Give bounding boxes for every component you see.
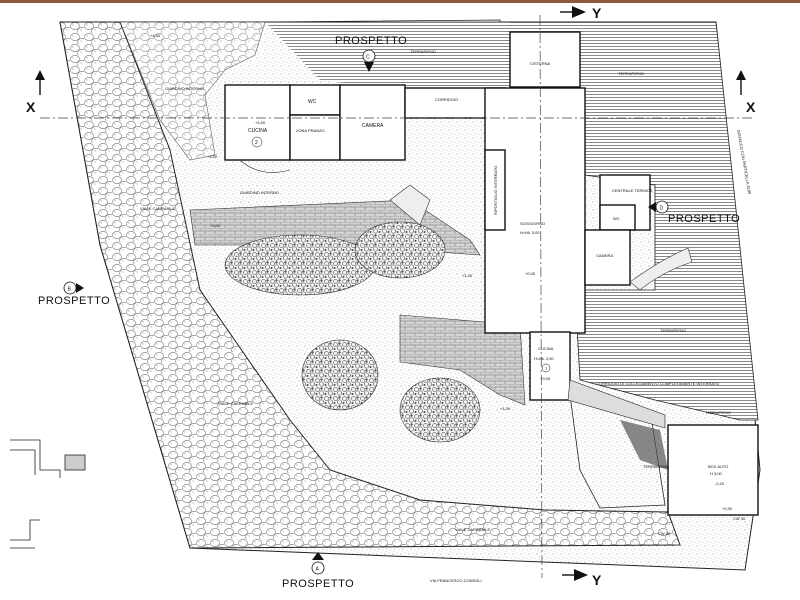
room-cucina-1 [529,331,571,401]
viale-carrabile-left [59,21,681,549]
svg-text:2: 2 [255,140,258,146]
elevation-label-b: PROSPETTO [38,295,110,307]
stair-small [239,159,291,173]
svg-text:WC: WC [613,216,620,221]
svg-text:D: D [660,206,664,212]
room-box-auto [667,424,759,516]
axis-label-x-right: X [746,99,756,115]
level-markers: +4,00 +4,00 +3,00 +2,00 +1,00 +0,05 +0,0… [150,33,733,511]
terrapieno-area-upper [265,22,510,90]
vegetation [224,221,481,443]
section-arrows [35,6,746,581]
dark-strip [620,420,668,470]
room-camera-top [339,84,406,161]
corridoio-collegamento [567,379,666,429]
elevation-marker-c: C PROSPETTO [335,35,407,72]
svg-text:+4,00: +4,00 [255,120,266,125]
elevation-label-c: PROSPETTO [335,35,407,47]
svg-text:CW 30: CW 30 [658,531,671,536]
room-wc-top [289,84,341,116]
svg-text:CUCINA: CUCINA [538,346,554,351]
room-ripostiglio [484,149,506,231]
room-zona-pranzo [289,114,341,161]
axis-label-y-top: Y [592,5,602,21]
elevation-marker-b: B PROSPETTO [38,281,110,307]
svg-text:TERRAPIENO: TERRAPIENO [410,49,436,54]
svg-text:H=ML 3,00: H=ML 3,00 [534,356,554,361]
svg-text:-0,20: -0,20 [715,481,725,486]
svg-text:H 3,00: H 3,00 [710,471,723,476]
svg-text:DISTACCO CON PARTICELLA 3189: DISTACCO CON PARTICELLA 3189 [736,129,752,195]
svg-text:SOGGIORNO: SOGGIORNO [520,221,545,226]
svg-text:+1,00: +1,00 [462,273,473,278]
room-cucina-2 [224,84,291,161]
svg-text:CUCINA: CUCINA [248,128,268,134]
svg-text:CW 30: CW 30 [733,516,746,521]
cobble-upper-left [119,21,266,161]
room-camera-right [584,229,631,286]
svg-text:BOX AUTO: BOX AUTO [708,464,728,469]
svg-text:C: C [366,55,370,61]
svg-text:CORRIDOIO: CORRIDOIO [435,97,458,102]
building-upper-block [224,31,759,516]
svg-text:TERRAPIENO: TERRAPIENO [618,71,644,76]
svg-text:CAMERA: CAMERA [596,253,613,258]
drawing-edge [0,0,800,3]
elevation-label-a: PROSPETTO [282,578,354,590]
svg-text:+0,30: +0,30 [722,506,733,511]
svg-text:RIPOSTIGLIO INTERRATO: RIPOSTIGLIO INTERRATO [493,166,498,215]
stair-upper [389,184,431,226]
svg-text:+1,00: +1,00 [500,406,511,411]
svg-text:+0,05: +0,05 [525,271,536,276]
svg-text:A: A [316,567,320,573]
svg-text:+4,00: +4,00 [150,33,161,38]
svg-text:VIALE CARRABILE: VIALE CARRABILE [455,527,490,532]
axis-label-x-left: X [26,99,36,115]
svg-text:+3,00: +3,00 [207,154,218,159]
svg-text:VIALE CARRABILE: VIALE CARRABILE [218,401,253,406]
axis-label-y-bottom: Y [592,572,602,588]
room-cisterna [509,31,581,88]
svg-text:GIARDINO INTERNO: GIARDINO INTERNO [165,86,204,91]
stair-curved [629,247,693,291]
svg-text:ZONA PRANZO: ZONA PRANZO [296,128,325,133]
svg-text:H=ML 3,00: H=ML 3,00 [520,230,540,235]
section-line-y [539,14,543,579]
svg-text:VIA FRANCESCO CONSOLI: VIA FRANCESCO CONSOLI [430,578,482,583]
svg-text:+2,00: +2,00 [210,223,221,228]
svg-text:B: B [68,287,72,293]
elevation-marker-d: D PROSPETTO [648,200,740,225]
detail-sketches [10,439,86,549]
svg-text:TERRAPIENO: TERRAPIENO [660,328,686,333]
elevation-label-d: PROSPETTO [668,213,740,225]
elevation-marker-a: A PROSPETTO [282,552,354,590]
svg-text:CAMERA: CAMERA [362,123,384,129]
svg-text:TERRAPIENO: TERRAPIENO [705,410,731,415]
svg-text:WC: WC [308,99,317,105]
svg-text:+0,05: +0,05 [540,376,551,381]
svg-text:1: 1 [545,366,548,371]
svg-text:TERRAPIENO: TERRAPIENO [643,464,669,469]
svg-text:CORRIDOIO DI COLLEGAMENTO COMP: CORRIDOIO DI COLLEGAMENTO COMPLETAMENTE … [596,381,719,386]
svg-text:CENTRALE TERMICA: CENTRALE TERMICA [612,188,653,193]
svg-text:CISTERNA: CISTERNA [530,61,551,66]
svg-text:VIALE CARRABILE: VIALE CARRABILE [140,206,175,211]
room-labels: CUCINA 2 WC ZONA PRANZO CAMERA CORRIDOIO… [248,61,728,476]
svg-text:GIARDINO INTERNO: GIARDINO INTERNO [240,190,279,195]
